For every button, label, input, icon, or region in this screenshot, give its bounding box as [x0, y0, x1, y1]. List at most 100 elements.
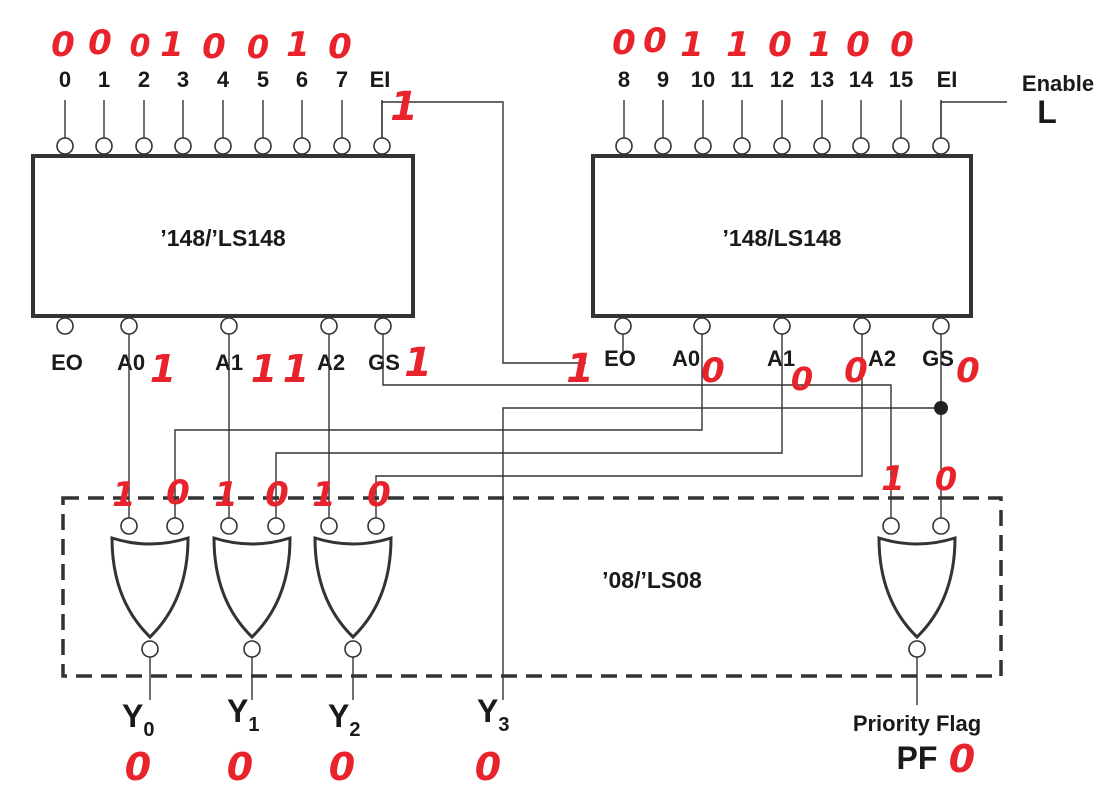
right-in-14-bubble	[852, 137, 870, 155]
hand-y1: 0	[227, 745, 253, 789]
hand-right-a0: 0	[701, 351, 725, 391]
right-in-13-bubble	[813, 137, 831, 155]
right-encoder-chip: ’148/LS148	[591, 154, 973, 318]
hand-left-a1: 1	[251, 347, 277, 391]
left-a2-label: A2	[317, 350, 345, 375]
right-a1-bubble	[773, 317, 791, 335]
pf-label: PF	[897, 740, 938, 776]
y1-label: Y1	[227, 693, 259, 736]
left-in-0-bubble	[56, 137, 74, 155]
left-in-5-bubble	[254, 137, 272, 155]
left-a2-bubble	[320, 317, 338, 335]
hand-right-a1: 0	[791, 360, 813, 398]
hand-y0: 0	[125, 745, 151, 789]
right-a0-label: A0	[672, 346, 700, 371]
left-chip-name: ’148/’LS148	[160, 225, 286, 251]
right-eo-bubble	[614, 317, 632, 335]
hand-gate-in-5: 0	[367, 475, 391, 515]
and-gate-package: ’08/’LS08	[61, 496, 1003, 705]
left-a0-bubble	[120, 317, 138, 335]
hand-right-in-13: 1	[808, 25, 832, 65]
hand-right-gs: 0	[956, 351, 980, 391]
left-gs-label: GS	[368, 350, 400, 375]
y3-label: Y3	[477, 693, 509, 736]
right-in-8-bubble	[615, 137, 633, 155]
right-in-11-bubble	[733, 137, 751, 155]
right-in-label-11: 11	[730, 67, 753, 92]
right-in-9-bubble	[654, 137, 672, 155]
right-in-label-13: 13	[810, 67, 834, 92]
left-in-label-6: 6	[296, 67, 308, 92]
left-chip-input-pins: 0 1 2 3 4 5 6 7 EI	[56, 67, 391, 155]
left-encoder-chip: ’148/’LS148	[31, 154, 415, 318]
left-eo-label: EO	[51, 350, 83, 375]
hand-right-in-12: 0	[768, 25, 792, 65]
hand-right-in-11: 1	[726, 25, 750, 65]
right-in-12-bubble	[773, 137, 791, 155]
hand-pf: 0	[949, 737, 975, 781]
left-a1-bubble	[220, 317, 238, 335]
hand-left-in-0: 0	[51, 25, 75, 65]
hand-left-a2: 1	[283, 347, 309, 391]
right-in-label-8: 8	[618, 67, 630, 92]
hand-pf-gate-in-1: 0	[935, 460, 957, 498]
hand-y2: 0	[329, 745, 355, 789]
y2-label: Y2	[328, 698, 360, 741]
handwritten-annotations: 0 0 0 1 0 0 1 0 1 0 0 1 1 0 1 0 0 1 1 1 …	[51, 21, 980, 789]
right-a1-label: A1	[767, 346, 795, 371]
left-ei-label: EI	[370, 67, 391, 92]
connection-wires	[128, 101, 1007, 700]
left-eo-bubble	[56, 317, 74, 335]
right-gs-label: GS	[922, 346, 954, 371]
hand-gate-in-0: 1	[112, 475, 136, 515]
gate-pf	[877, 535, 957, 640]
right-chip-body	[591, 154, 973, 318]
right-in-10-bubble	[694, 137, 712, 155]
enable-label: Enable	[1022, 71, 1094, 96]
left-gs-bubble	[374, 317, 392, 335]
gate-y0	[110, 535, 190, 640]
right-a2-bubble	[853, 317, 871, 335]
left-in-7-bubble	[333, 137, 351, 155]
left-chip-output-pins: EO A0 A1 A2 GS	[51, 317, 400, 375]
left-in-label-1: 1	[98, 67, 110, 92]
right-ei-bubble	[932, 137, 950, 155]
hand-left-in-3: 1	[160, 25, 184, 65]
gate-package-name: ’08/’LS08	[602, 567, 702, 593]
output-labels: Y0 Y1 Y2 Y3 Priority Flag PF	[122, 693, 981, 776]
left-in-label-7: 7	[336, 67, 348, 92]
right-a0-bubble	[693, 317, 711, 335]
hand-left-gs: 1	[404, 340, 432, 386]
gate-y2	[313, 535, 393, 640]
hand-gate-in-2: 1	[214, 475, 238, 515]
hand-gate-in-3: 0	[265, 475, 289, 515]
hand-right-eo: 1	[566, 346, 594, 392]
gate-package-outline	[61, 496, 1003, 678]
priority-flag-label: Priority Flag	[853, 711, 981, 736]
right-in-label-9: 9	[657, 67, 669, 92]
hand-y3: 0	[475, 745, 501, 789]
y0-label: Y0	[122, 698, 154, 741]
hand-left-ei: 1	[390, 84, 418, 130]
right-in-label-10: 10	[691, 67, 715, 92]
junction-dot	[934, 401, 948, 415]
hand-gate-in-1: 0	[166, 473, 190, 513]
hand-right-in-8: 0	[612, 23, 636, 63]
left-in-label-0: 0	[59, 67, 71, 92]
right-a2-label: A2	[868, 346, 896, 371]
hand-left-in-7: 0	[328, 27, 352, 67]
hand-right-in-14: 0	[846, 25, 870, 65]
hand-right-in-10: 1	[680, 25, 704, 65]
hand-gate-in-4: 1	[312, 475, 336, 515]
right-eo-label: EO	[604, 346, 636, 371]
hand-right-in-9: 0	[643, 21, 667, 61]
left-ei-bubble	[373, 137, 391, 155]
hand-left-in-2: 0	[130, 29, 151, 64]
hand-pf-gate-in-0: 1	[881, 459, 905, 499]
right-chip-output-pins: EO A0 A1 A2 GS	[604, 317, 954, 371]
right-in-15-bubble	[892, 137, 910, 155]
right-in-label-14: 14	[849, 67, 874, 92]
left-in-3-bubble	[174, 137, 192, 155]
left-chip-body	[31, 154, 415, 318]
left-in-6-bubble	[293, 137, 311, 155]
